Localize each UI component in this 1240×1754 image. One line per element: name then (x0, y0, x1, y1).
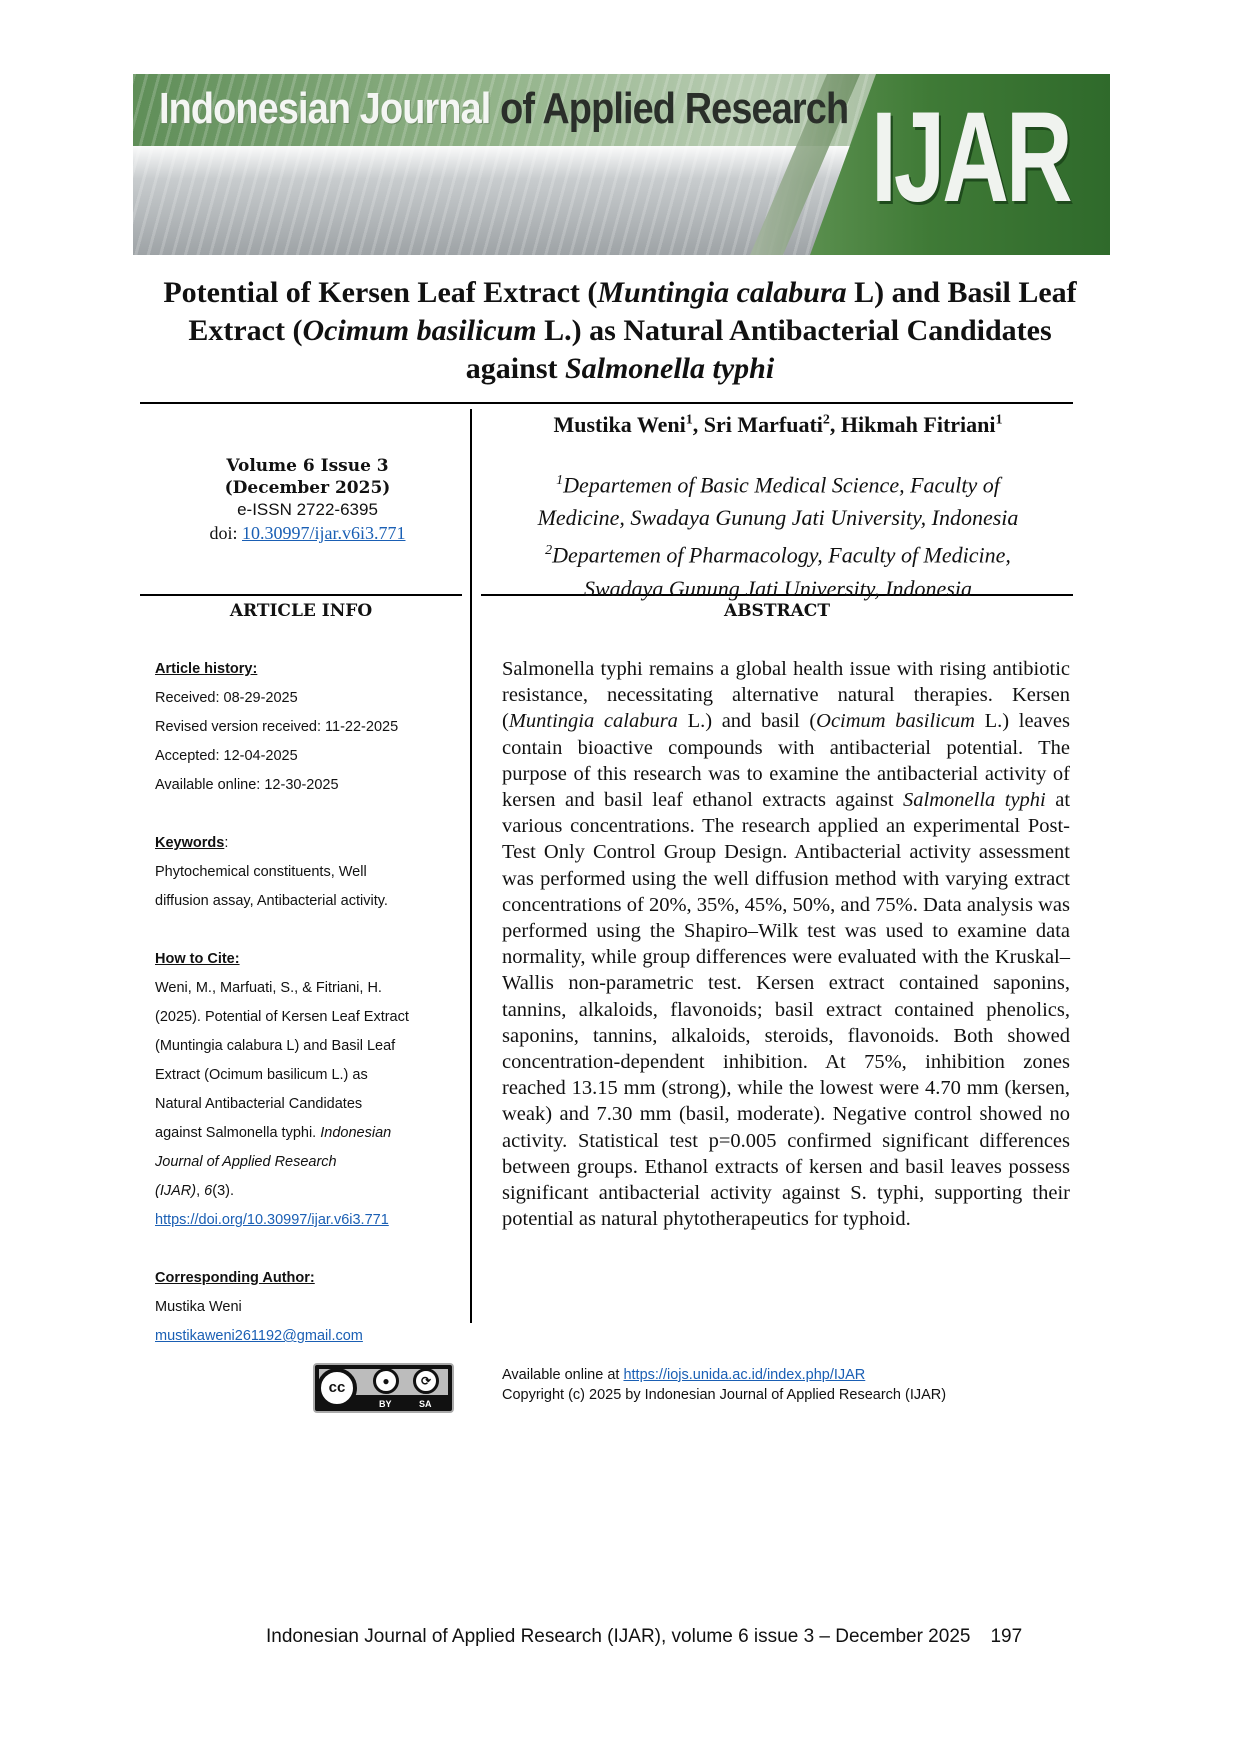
author-2: Sri Marfuati (703, 412, 823, 437)
cc-by-label: BY (379, 1399, 392, 1409)
cite-line-5: Natural Antibacterial Candidates (155, 1096, 363, 1112)
available-online-label: Available online at (502, 1367, 624, 1383)
footer-journal-info: Indonesian Journal of Applied Research (… (266, 1626, 971, 1647)
affiliations: 1Departemen of Basic Medical Science, Fa… (478, 464, 1078, 605)
abstract-seg-4: at various concentrations. The research … (502, 789, 1071, 1231)
affiliation-1-marker: 1 (556, 473, 564, 488)
volume-issue: Volume 6 Issue 3 (226, 456, 389, 476)
abstract-seg-1: Salmonella typhi remains a global health… (502, 658, 1070, 733)
corresponding-name: Mustika Weni (155, 1299, 242, 1315)
keywords-colon: : (224, 835, 229, 851)
available-online-line: Available online at https://iojs.unida.a… (502, 1365, 1102, 1385)
accepted-date: Accepted: 12-04-2025 (155, 748, 298, 764)
abstract-seg-3: L.) leaves contain bioactive compounds w… (502, 710, 1070, 812)
abstract-italic-2: Ocimum basilicum (816, 710, 975, 733)
history-label: Article history: (155, 661, 258, 677)
right-section-rule (481, 594, 1073, 596)
availability-block: Available online at https://iojs.unida.a… (502, 1365, 1102, 1405)
cite-line-4: Extract (Ocimum basilicum L.) as (155, 1067, 368, 1083)
cite-journal-italic: Indonesian (320, 1125, 392, 1141)
spacer (155, 800, 475, 829)
column-divider (470, 409, 472, 1323)
cite-line-7: Journal of Applied Research (155, 1148, 475, 1177)
cite-line-6: against Salmonella typhi. Indonesian (155, 1119, 475, 1148)
affiliation-1-line-1: 1Departemen of Basic Medical Science, Fa… (478, 464, 1078, 501)
abstract-italic-1: Muntingia calabura (508, 710, 678, 733)
copyright-line: Copyright (c) 2025 by Indonesian Journal… (502, 1387, 947, 1403)
by-person-icon: ● (373, 1368, 399, 1394)
spacer (155, 1235, 475, 1264)
journal-banner: Indonesian Journal of Applied Research I… (133, 74, 1110, 255)
cite-issue: (3). (212, 1183, 234, 1199)
doi-label: doi: (209, 523, 242, 543)
cite-sep: , (196, 1183, 205, 1199)
spacer (155, 916, 475, 945)
doi-line: doi: 10.30997/ijar.v6i3.771 (145, 521, 470, 545)
title-species1: Muntingia calabura (597, 276, 847, 309)
cite-line-8: (IJAR), 6(3). (155, 1177, 475, 1206)
banner-journal-name: Indonesian Journal of Applied Research (159, 84, 849, 134)
banner-logo: IJAR (871, 86, 1073, 229)
author-1: Mustika Weni (553, 412, 686, 437)
article-info: Article history: Received: 08-29-2025 Re… (155, 655, 475, 1351)
cite-line-2: (2025). Potential of Kersen Leaf Extract (155, 1009, 409, 1025)
cc-license-badge[interactable]: cc ● ⟳ BY SA (313, 1363, 454, 1413)
cc-sa-label: SA (419, 1399, 432, 1409)
received-date: Received: 08-29-2025 (155, 690, 298, 706)
cite-journal-abbrev: (IJAR) (155, 1183, 197, 1199)
left-section-rule (140, 594, 462, 596)
cite-url-line: https://doi.org/10.30997/ijar.v6i3.771 (155, 1206, 475, 1235)
author-1-affiliation: 1 (685, 412, 693, 428)
banner-journal-name-part2: of Applied Research (500, 84, 849, 133)
abstract-seg-2: L.) and basil ( (677, 710, 817, 733)
cite-label: How to Cite: (155, 951, 240, 967)
doi-link[interactable]: 10.30997/ijar.v6i3.771 (242, 523, 406, 543)
article-info-heading: ARTICLE INFO (229, 601, 373, 621)
affiliation-2-line-1: 2Departemen of Pharmacology, Faculty of … (478, 534, 1078, 571)
cite-doi-link[interactable]: https://doi.org/10.30997/ijar.v6i3.771 (155, 1212, 389, 1228)
author-list: Mustika Weni1, Sri Marfuati2, Hikmah Fit… (553, 412, 1003, 437)
top-rule (140, 402, 1073, 404)
volume-date: (December 2025) (224, 478, 391, 498)
author-3-affiliation: 1 (995, 412, 1003, 428)
title-species2: Ocimum basilicum (302, 314, 537, 347)
title-part3: L.) as Natural Antibacterial Candidates … (465, 314, 1052, 385)
page-number: 197 (990, 1626, 1023, 1647)
eissn: e-ISSN 2722-6395 (237, 500, 378, 519)
title-species3: Salmonella typhi (564, 352, 775, 385)
affiliation-1-line-2: Medicine, Swadaya Gunung Jati University… (537, 505, 1019, 531)
affiliation-2-line-2: Swadaya Gunung Jati University, Indonesi… (583, 575, 972, 601)
banner-journal-name-part1: Indonesian Journal (159, 84, 491, 133)
cite-line-6-text: against Salmonella typhi. (155, 1125, 321, 1141)
affiliation-2-text: Departemen of Pharmacology, Faculty of M… (552, 542, 1011, 568)
corresponding-label: Corresponding Author: (155, 1270, 315, 1286)
volume-block: Volume 6 Issue 3 (December 2025) e-ISSN … (145, 455, 470, 545)
keywords-line-1: Phytochemical constituents, Well (155, 864, 367, 880)
title-part2: L) and Basil Leaf Extract ( (188, 276, 1077, 347)
abstract-italic-3: Salmonella typhi (903, 789, 1046, 812)
author-3: Hikmah Fitriani (840, 412, 996, 437)
cite-journal-italic-2: Journal of Applied Research (155, 1154, 337, 1170)
journal-url-link[interactable]: https://iojs.unida.ac.id/index.php/IJAR (623, 1367, 866, 1383)
page-footer: Indonesian Journal of Applied Research (… (266, 1626, 1086, 1648)
corresponding-email-link[interactable]: mustikaweni261192@gmail.com (155, 1328, 363, 1344)
keywords-label: Keywords (155, 835, 225, 851)
paper-title: Potential of Kersen Leaf Extract (Muntin… (140, 274, 1100, 388)
abstract-text: Salmonella typhi remains a global health… (502, 656, 1070, 1232)
keywords-heading: Keywords: (155, 829, 475, 858)
cite-volume: 6 (204, 1183, 213, 1199)
cite-line-3: (Muntingia calabura L) and Basil Leaf (155, 1038, 396, 1054)
sa-share-alike-icon: ⟳ (413, 1368, 439, 1394)
revised-date: Revised version received: 11-22-2025 (155, 719, 399, 735)
abstract-heading: ABSTRACT (724, 601, 830, 621)
author-2-affiliation: 2 (822, 412, 830, 428)
corresponding-email-line: mustikaweni261192@gmail.com (155, 1322, 475, 1351)
keywords-line-2: diffusion assay, Antibacterial activity. (155, 893, 388, 909)
affiliation-1-text: Departemen of Basic Medical Science, Fac… (563, 472, 1000, 498)
online-date: Available online: 12-30-2025 (155, 777, 339, 793)
cc-icon: cc (317, 1368, 357, 1408)
title-part1: Potential of Kersen Leaf Extract ( (163, 276, 598, 309)
affiliation-2-marker: 2 (545, 543, 553, 559)
cite-line-1: Weni, M., Marfuati, S., & Fitriani, H. (155, 980, 382, 996)
